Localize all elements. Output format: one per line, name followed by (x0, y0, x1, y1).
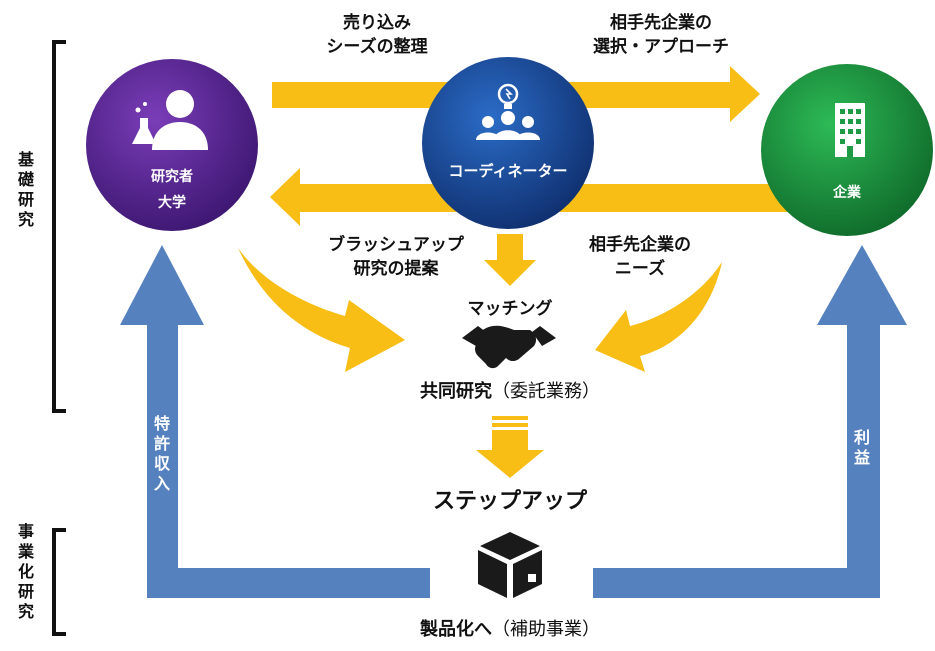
coordinator-circle (422, 57, 594, 229)
stepup-arrow (476, 430, 544, 478)
basic-research-label: 基礎研究 (17, 150, 34, 229)
joint-research-bold: 共同研究 (420, 381, 492, 402)
step-arrow-bar (492, 423, 528, 427)
scientist-icon (132, 90, 208, 150)
needs-label-line2: ニーズ (614, 259, 666, 279)
researcher-to-matching-arrow (238, 248, 405, 372)
sales-label-line2: シーズの整理 (326, 37, 428, 57)
brushup-label-line2: 研究の提案 (353, 259, 439, 279)
stepup-label: ステップアップ (432, 489, 587, 514)
patent-income-label: 特許収入 (153, 414, 170, 493)
commercial-research-bracket (52, 528, 66, 636)
building-icon (835, 103, 865, 157)
product-note: （補助事業） (492, 619, 600, 640)
university-label: 大学 (158, 195, 186, 211)
center-down-arrow (484, 234, 536, 286)
basic-research-bracket (52, 40, 66, 413)
researcher-label: 研究者 (151, 169, 193, 185)
people-idea-icon (476, 83, 540, 140)
brushup-label-line1: ブラッシュアップ (328, 235, 464, 255)
patent-income-arrow (120, 245, 430, 598)
joint-research-note: （委託業務） (492, 381, 600, 402)
product-bold: 製品化へ (420, 619, 492, 640)
handshake-icon (462, 325, 556, 369)
product-label: 製品化へ（補助事業） (360, 618, 660, 642)
package-icon (478, 532, 542, 598)
approach-label-line2: 選択・アプローチ (593, 37, 729, 57)
coordinator-label: コーディネーター (448, 162, 568, 180)
sales-label-line1: 売り込み (343, 13, 411, 33)
needs-label-line1: 相手先企業の (589, 235, 691, 255)
approach-label-line1: 相手先企業の (610, 13, 712, 33)
company-label: 企業 (833, 185, 861, 201)
company-to-matching-arrow (595, 262, 722, 372)
profit-arrow (593, 245, 907, 598)
commercial-research-label: 事業化研究 (17, 522, 34, 621)
step-arrow-bar (492, 416, 528, 420)
matching-label: マッチング (467, 299, 553, 319)
profit-label: 利益 (853, 428, 870, 467)
joint-research-label: 共同研究（委託業務） (370, 380, 650, 404)
